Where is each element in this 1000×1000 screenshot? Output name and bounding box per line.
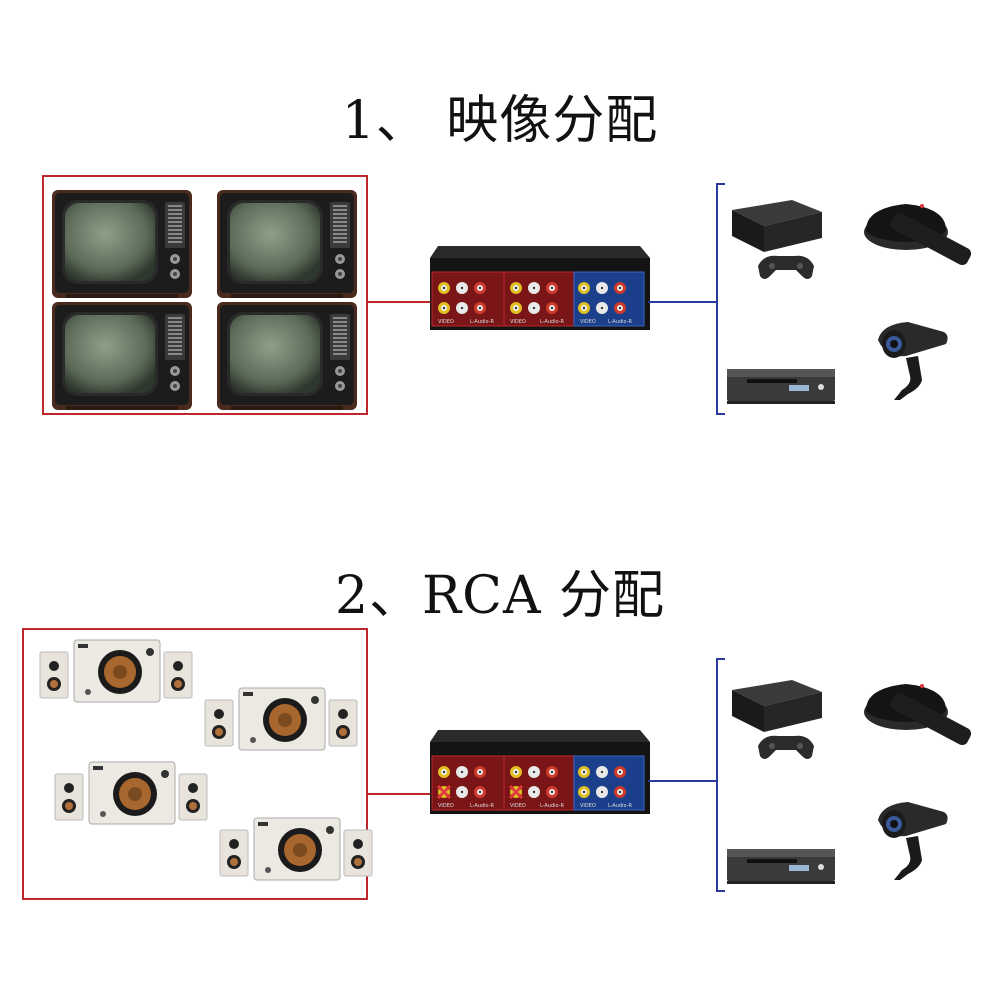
sources-bracket-1 xyxy=(716,183,725,415)
input-connector-line-1 xyxy=(648,301,716,303)
svg-text:L-Audio-R: L-Audio-R xyxy=(470,803,495,809)
dvd-player-icon xyxy=(727,369,835,404)
splitter-box-icon: VIDEO L-Audio-R VIDEO L-Audio-R VIDEO L-Audio… xyxy=(430,730,650,814)
game-console-icon xyxy=(732,680,822,759)
tv-outputs-box xyxy=(42,175,368,415)
speaker-outputs-box xyxy=(22,628,368,900)
svg-text:VIDEO: VIDEO xyxy=(438,319,454,325)
svg-text:L-Audio-R: L-Audio-R xyxy=(540,319,565,325)
security-camera-icon xyxy=(878,802,948,880)
tv-icon xyxy=(52,190,192,298)
svg-text:L-Audio-R: L-Audio-R xyxy=(608,803,633,809)
security-camera-icon xyxy=(878,322,948,400)
tv-box-icon xyxy=(864,684,972,746)
tv-icon xyxy=(217,190,357,298)
svg-text:VIDEO: VIDEO xyxy=(438,803,454,809)
speaker-set-icon xyxy=(204,687,358,751)
output-connector-line-1 xyxy=(368,301,430,303)
sources-bracket-2 xyxy=(716,658,725,892)
splitter-box-icon: VIDEO L-Audio-R VIDEO L-Audio-R VIDEO L-Audio… xyxy=(430,246,650,330)
speaker-set-icon xyxy=(54,761,208,825)
svg-text:VIDEO: VIDEO xyxy=(510,319,526,325)
section-1-title: 1、 映像分配 xyxy=(341,91,659,151)
svg-text:L-Audio-R: L-Audio-R xyxy=(470,319,495,325)
svg-text:VIDEO: VIDEO xyxy=(580,803,596,809)
svg-text:L-Audio-R: L-Audio-R xyxy=(608,319,633,325)
output-connector-line-2 xyxy=(368,793,430,795)
tv-icon xyxy=(52,302,192,410)
svg-text:L-Audio-R: L-Audio-R xyxy=(540,803,565,809)
speaker-set-icon xyxy=(39,639,193,703)
tv-box-icon xyxy=(864,204,972,266)
input-connector-line-2 xyxy=(648,780,716,782)
section-2-title: 2、RCA 分配 xyxy=(334,566,666,626)
svg-text:VIDEO: VIDEO xyxy=(510,803,526,809)
dvd-player-icon xyxy=(727,849,835,884)
tv-icon xyxy=(217,302,357,410)
speaker-set-icon xyxy=(219,817,373,881)
svg-text:VIDEO: VIDEO xyxy=(580,319,596,325)
game-console-icon xyxy=(732,200,822,279)
